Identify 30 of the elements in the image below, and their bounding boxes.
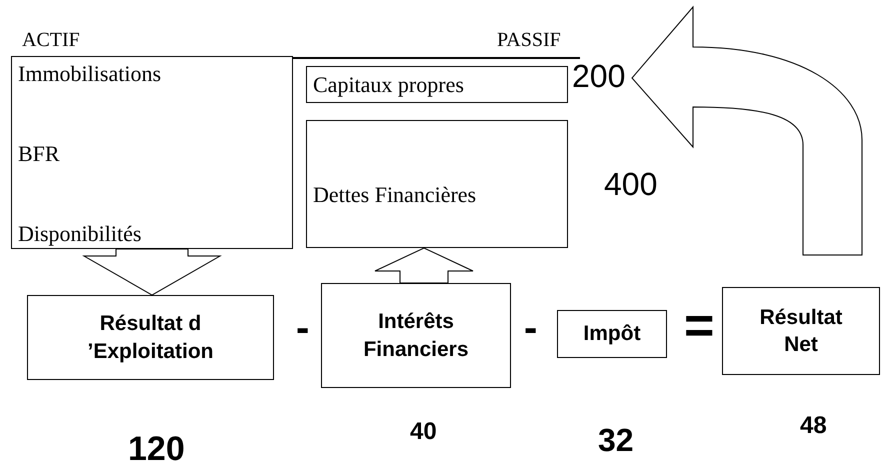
box [321,283,511,388]
column-heading: PASSIF [497,30,561,50]
operator-sign: - [296,308,310,348]
amount-value: 40 [410,420,437,444]
amount-value: 120 [128,432,185,466]
amount-value: 32 [598,424,634,456]
box-text: Intérêts Financiers [362,309,470,362]
box-text: Impôt [583,321,641,348]
column-heading: ACTIF [22,30,80,50]
box [27,295,274,380]
box-text: Immobilisations [18,61,162,86]
operator-sign: = [684,300,714,352]
operator-sign: - [524,308,538,348]
box [557,310,667,358]
box-text: Résultat Net [758,304,844,358]
box-text: Capitaux propres [313,72,465,98]
amount-value: 48 [800,414,827,438]
block-arrow [374,247,474,284]
box-text: Résultat d ’Exploitation [86,311,214,364]
box-text: Dettes Financières [313,182,478,208]
amount-value: 200 [572,60,626,92]
box-text: Disponibilités [18,220,142,246]
box [11,56,293,249]
block-arrow [632,6,862,256]
box [722,287,880,375]
block-arrow [82,248,222,296]
amount-value: 400 [604,168,658,200]
box-text: BFR [18,140,61,166]
box [306,120,568,248]
box [306,66,568,103]
